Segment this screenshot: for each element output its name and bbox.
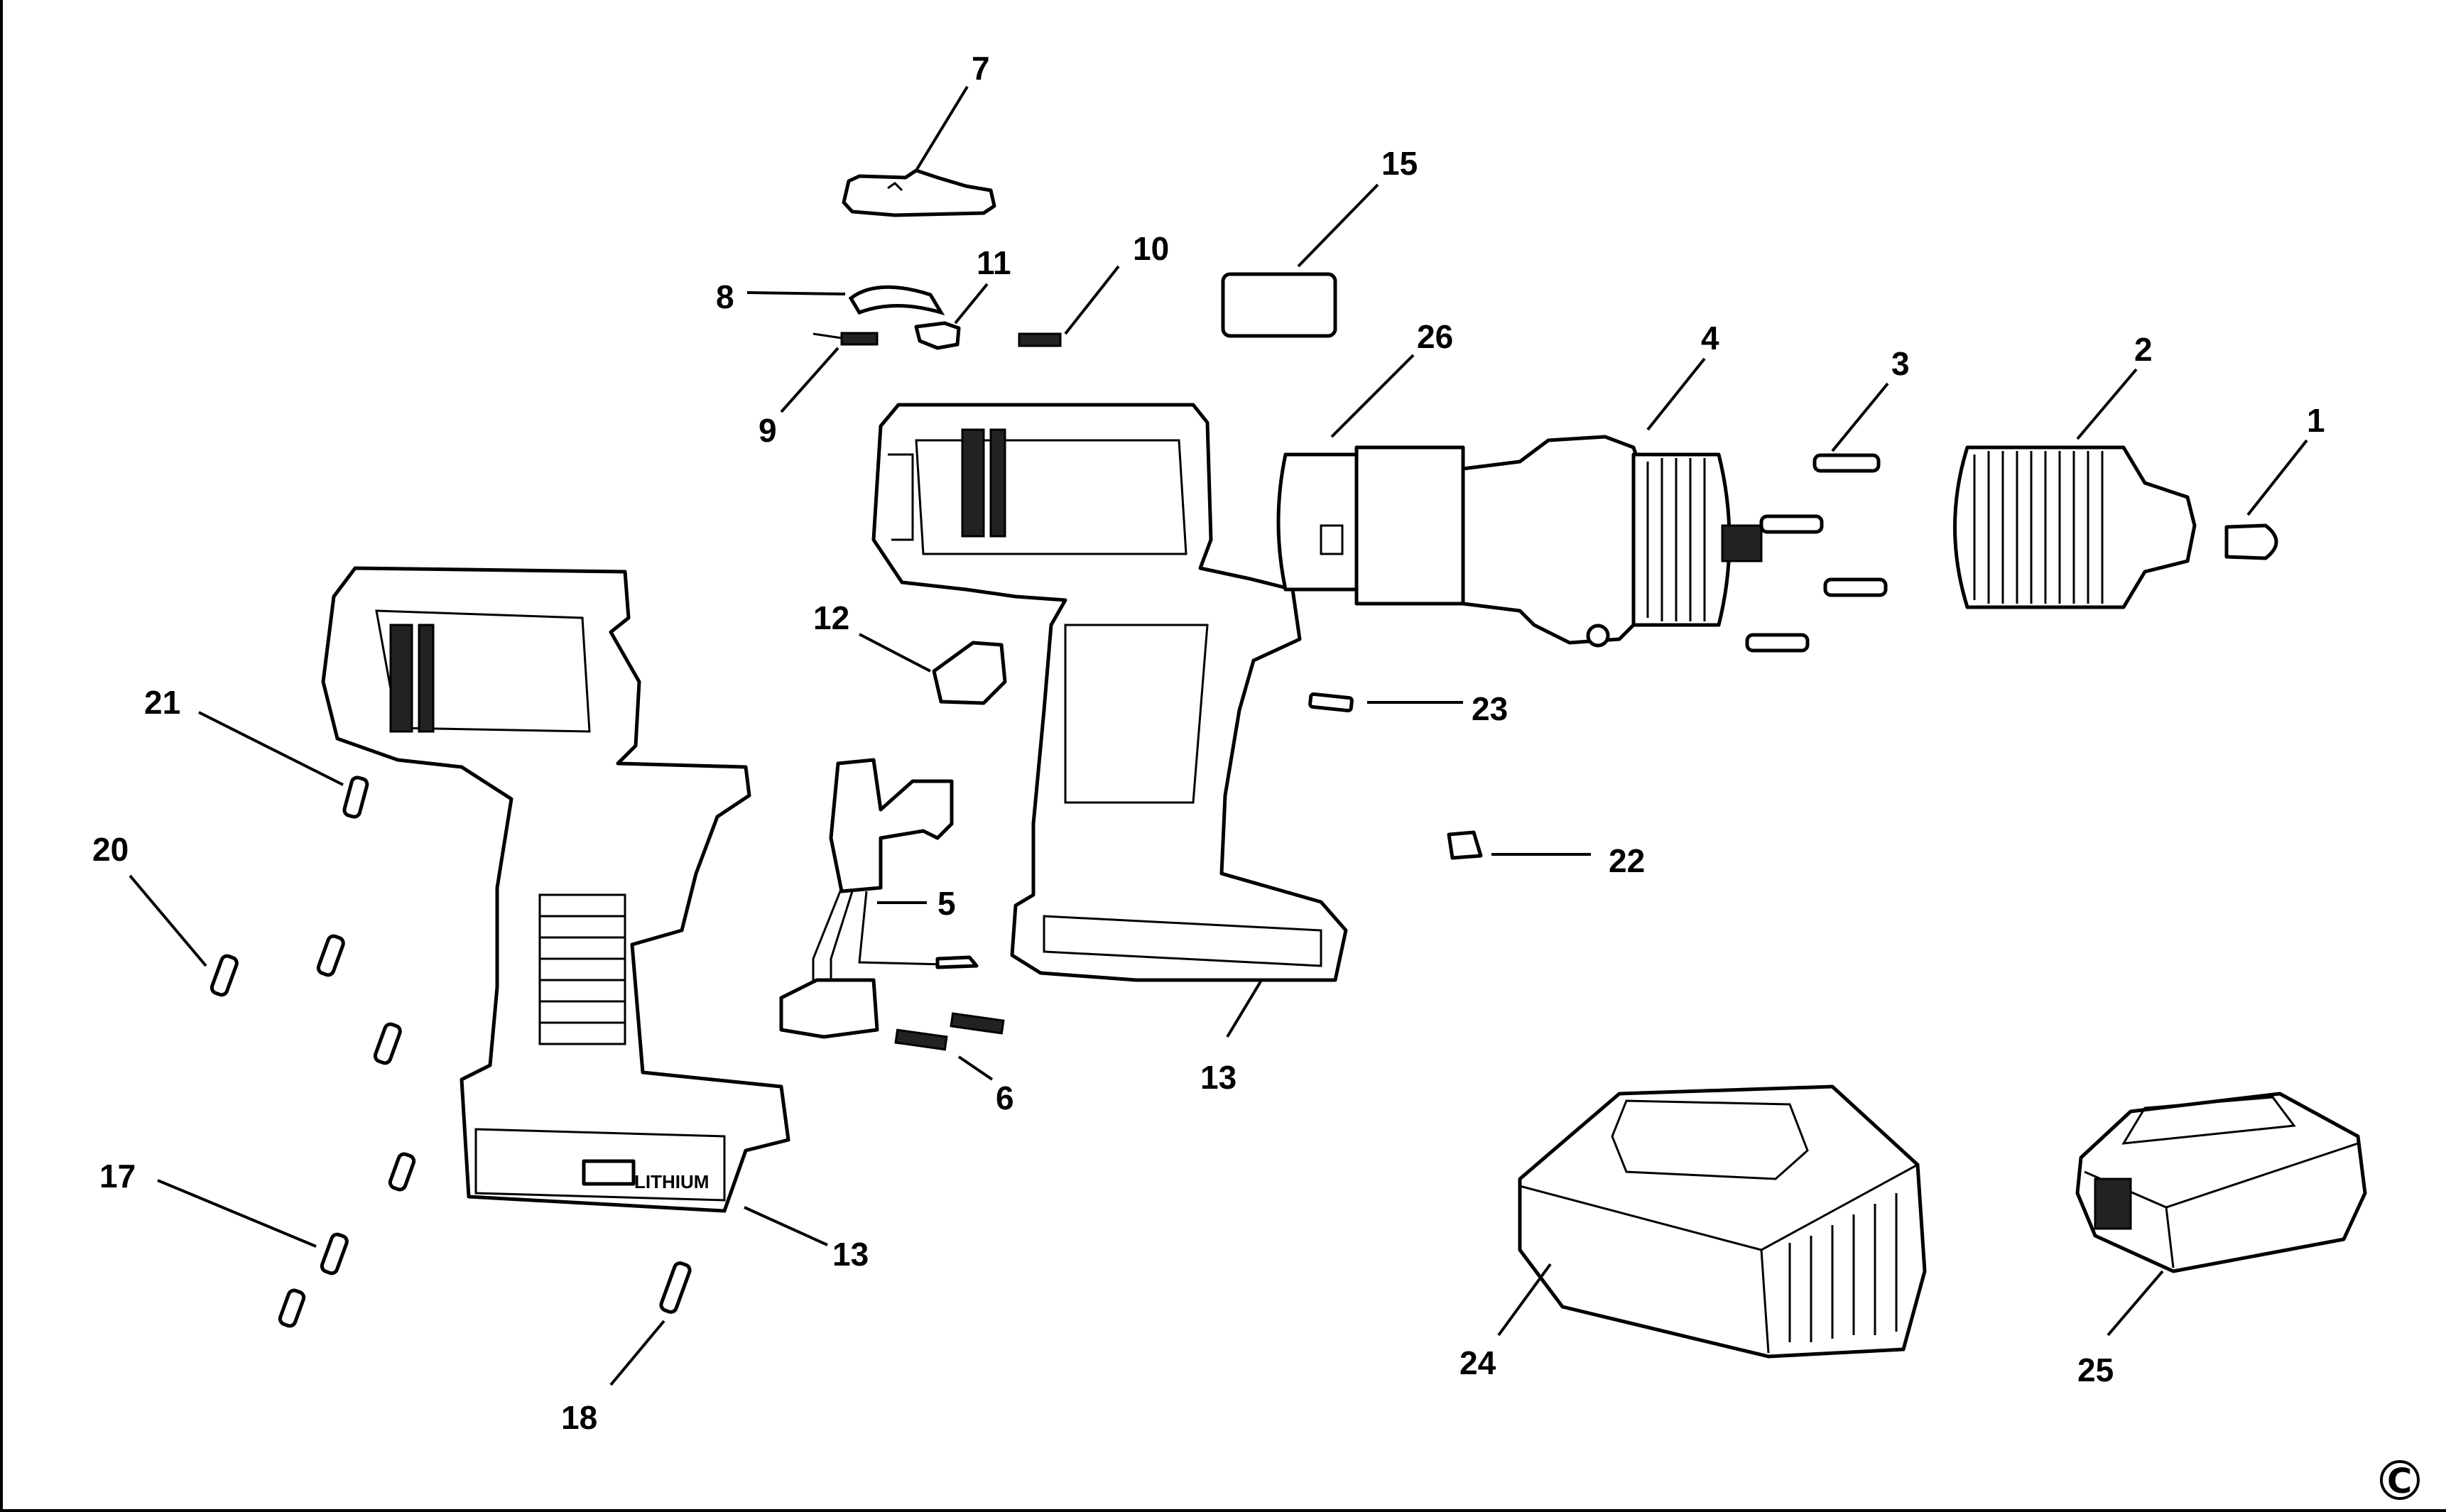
part-17-screws (210, 776, 692, 1328)
leader-lines (129, 85, 2308, 1386)
part-number-labels: 7 15 11 10 8 9 26 4 3 2 1 12 21 23 20 22… (92, 50, 2325, 1436)
part-15-label-plate (1221, 272, 1337, 338)
label-6: 6 (996, 1079, 1014, 1116)
part-1-chuck-screw (2224, 523, 2278, 560)
part-11-clip (914, 321, 961, 350)
label-26: 26 (1417, 318, 1453, 355)
part-25-battery-pack (2075, 1092, 2367, 1273)
label-1: 1 (2307, 402, 2325, 439)
label-15: 15 (1381, 145, 1418, 182)
label-20: 20 (92, 831, 129, 868)
part-12-brake-clip (932, 641, 1007, 705)
copyright-mark: C (2380, 1460, 2420, 1501)
part-26-motor (1276, 445, 1465, 606)
label-9: 9 (759, 412, 777, 449)
part-6-springs (894, 1012, 1005, 1051)
part-23-pin (1308, 692, 1354, 713)
label-23: 23 (1472, 690, 1508, 727)
label-11: 11 (977, 244, 1011, 281)
label-25: 25 (2077, 1351, 2114, 1388)
label-12: 12 (813, 599, 849, 636)
label-3: 3 (1891, 345, 1910, 382)
part-9-spring (812, 332, 879, 346)
part-24-charger (1518, 1084, 1927, 1359)
part-2-chuck (1953, 445, 2197, 609)
part-3-screws (1745, 453, 1888, 653)
label-8: 8 (716, 278, 734, 315)
copyright-letter: C (2387, 1462, 2412, 1501)
label-21: 21 (144, 684, 180, 721)
part-8-wire-spring (848, 285, 945, 316)
part-7-selector-cover (842, 168, 996, 217)
label-7: 7 (972, 50, 990, 87)
part-22-small-clip (1447, 830, 1483, 860)
label-5: 5 (937, 885, 956, 922)
label-24: 24 (1460, 1344, 1496, 1381)
part-4-gearbox (1461, 435, 1763, 648)
part-13-housing-right-half (871, 403, 1348, 982)
label-17: 17 (99, 1158, 136, 1195)
part-13-housing-left-half: LITHIUM (321, 566, 790, 1213)
battery-brand-label: LITHIUM (634, 1171, 709, 1192)
label-18: 18 (561, 1399, 597, 1436)
label-13-left: 13 (832, 1236, 869, 1273)
label-4: 4 (1701, 320, 1719, 357)
part-5-switch (779, 758, 979, 1039)
label-13-center: 13 (1200, 1059, 1236, 1096)
label-22: 22 (1609, 842, 1645, 879)
label-10: 10 (1133, 230, 1169, 267)
part-10-spring (1018, 332, 1062, 347)
label-2: 2 (2134, 331, 2153, 368)
